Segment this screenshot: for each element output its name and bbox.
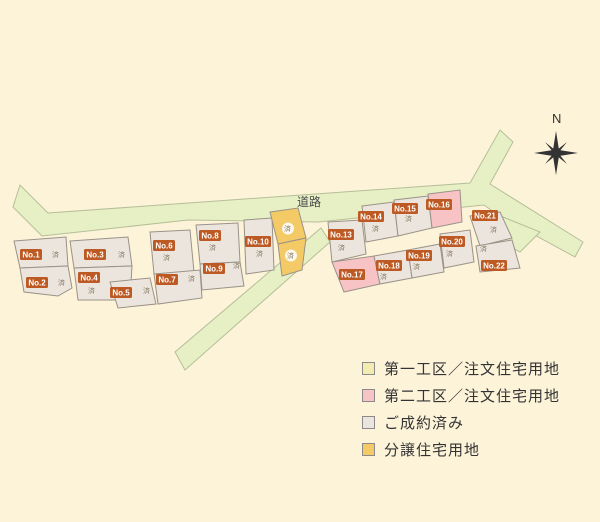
sold-mark-no15: 済 [405,214,412,223]
lot-label-badge-no14 [358,211,384,222]
lot-label-badge-no22 [481,260,507,271]
compass-sw-arrow [545,153,556,164]
lot-label-no9: No.9 [205,265,223,274]
legend-swatch-phase2 [362,389,375,402]
legend-item-sold: ご成約済み [362,409,560,436]
compass-south-arrow [553,153,559,175]
sold-mark-no14: 済 [372,224,379,233]
lot-label-no4: No.4 [80,274,98,283]
lot-label-no14: No.14 [360,213,382,222]
sold-mark-no4: 済 [88,286,95,295]
legend-swatch-phase1 [362,362,375,375]
lot-label-no15: No.15 [394,205,416,214]
lot-label-badge-no9 [203,263,225,274]
road-main [12,129,584,258]
sold-mark-no10: 済 [256,249,263,258]
legend-label-phase1: 第一工区／注文住宅用地 [384,360,561,378]
lot-label-badge-no10 [245,236,271,247]
legend-label-phase2: 第二工区／注文住宅用地 [384,387,561,405]
legend: 第一工区／注文住宅用地 第二工区／注文住宅用地 ご成約済み 分譲住宅用地 [362,355,560,463]
compass-west-arrow [534,150,556,156]
lot-label-badge-no2 [26,277,48,288]
lot-label-badge-no1 [20,249,42,260]
lot-label-badge-no3 [84,249,106,260]
legend-swatch-sold [362,416,375,429]
compass-ne-arrow [556,142,567,153]
sold-mark-circle-subdivision-10 [282,222,294,235]
lot-label-badge-no19 [406,250,432,261]
lot-label-badge-no7 [156,274,178,285]
sold-mark-no21: 済 [490,225,497,234]
lot-no13[interactable] [327,219,367,263]
compass-se-arrow [556,153,567,164]
lot-label-no20: No.20 [441,238,463,247]
sold-mark-no19: 済 [413,262,420,271]
lot-no20[interactable] [439,229,475,269]
lot-label-no21: No.21 [474,212,496,221]
lot-label-badge-no5 [110,287,132,298]
sold-mark-no8: 済 [209,243,216,252]
legend-swatch-subdivision [362,443,375,456]
sold-mark-no5: 済 [143,286,150,295]
lot-no6[interactable] [149,229,195,275]
lot-no5[interactable] [109,277,157,309]
compass-label: N [552,111,561,126]
lot-label-badge-no8 [199,230,221,241]
sold-mark-no22: 済 [480,244,487,253]
sold-mark-no6: 済 [163,253,170,262]
lot-label-badge-no17 [339,269,365,280]
sold-mark-no9: 済 [233,261,240,270]
legend-item-subdivision: 分譲住宅用地 [362,436,560,463]
lot-label-badge-no6 [153,240,175,251]
sold-mark-subdivision-10: 済 [284,224,291,233]
sold-mark-no18: 済 [380,272,387,281]
lot-label-badge-no4 [78,272,100,283]
legend-label-subdivision: 分譲住宅用地 [384,441,481,459]
lot-label-badge-no16 [426,199,452,210]
sold-mark-no20: 済 [446,249,453,258]
compass-north-arrow [553,131,559,153]
sold-mark-no3: 済 [118,250,125,259]
lot-label-no3: No.3 [86,251,104,260]
lot-label-no22: No.22 [483,262,505,271]
lot-label-badge-no13 [328,229,354,240]
legend-item-phase2: 第二工区／注文住宅用地 [362,382,560,409]
lot-label-badge-no18 [376,260,402,271]
sold-mark-no13: 済 [338,243,345,252]
sold-mark-no1: 済 [52,250,59,259]
legend-label-sold: ご成約済み [384,414,465,432]
lot-label-no7: No.7 [158,276,176,285]
lot-label-no13: No.13 [330,231,352,240]
lot-no8[interactable] [195,222,241,265]
road-label: 道路 [297,194,321,209]
lot-label-no5: No.5 [112,289,130,298]
compass: N [534,111,578,175]
lot-label-no18: No.18 [378,262,400,271]
sold-mark-no7: 済 [188,274,195,283]
compass-east-arrow [556,150,578,156]
sold-mark-no2: 済 [58,278,65,287]
lot-label-no6: No.6 [155,242,173,251]
lot-label-badge-no20 [439,236,465,247]
lot-label-no17: No.17 [341,271,363,280]
lot-label-no10: No.10 [247,238,269,247]
lot-label-badge-no21 [472,210,498,221]
lot-label-no16: No.16 [428,201,450,210]
legend-item-phase1: 第一工区／注文住宅用地 [362,355,560,382]
compass-nw-arrow [545,142,556,153]
lot-label-group: No.1 済 No.2 済 No.3 済 No.4 済 No.5 済 No.6 済 No.7 済 No.8 済… [20,199,507,298]
sold-mark-subdivision-11: 済 [287,251,294,260]
sold-mark-circle-subdivision-11 [285,249,297,262]
lot-label-no1: No.1 [22,251,40,260]
lot-label-no19: No.19 [408,252,430,261]
lot-label-no8: No.8 [201,232,219,241]
lot-label-badge-no15 [392,203,418,214]
lot-label-no2: No.2 [28,279,46,288]
